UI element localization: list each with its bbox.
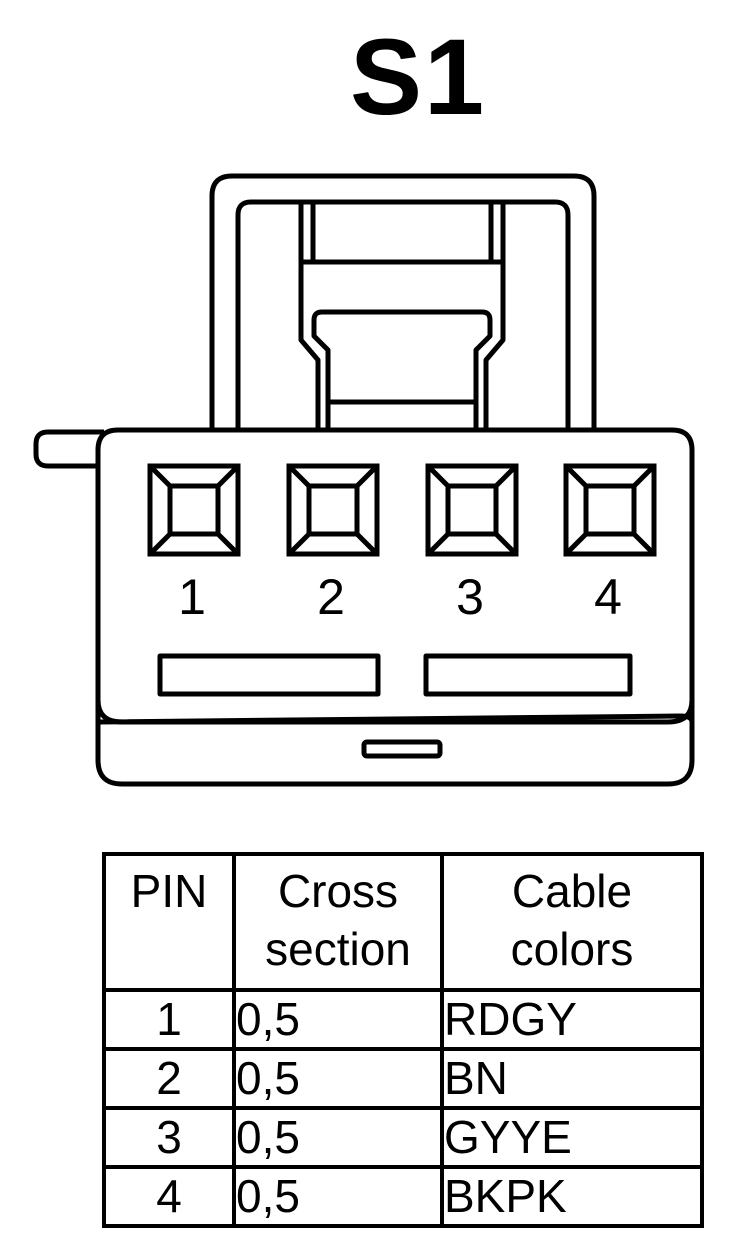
cable-color-value: RDGY	[440, 988, 704, 1051]
cross-section-value: 0,5	[232, 1165, 444, 1228]
connector-drawing: 1 2 3 4	[33, 173, 695, 787]
pin-terminal	[563, 463, 657, 557]
latch-housing-outer	[209, 173, 597, 432]
pin-number-label: 1	[178, 569, 206, 625]
cross-section-value: 0,5	[232, 1047, 444, 1110]
table-row: 4 0,5 BKPK	[102, 1165, 704, 1228]
table-row: 3 0,5 GYYE	[102, 1106, 704, 1169]
latch-housing-inner	[235, 199, 571, 432]
cable-color-value: BN	[440, 1047, 704, 1110]
cross-section-value: 0,5	[232, 988, 444, 1051]
slot-left	[157, 653, 381, 697]
latch-tongue-outer	[298, 202, 321, 432]
latch-tongue-inner	[311, 309, 493, 432]
table-row: 2 0,5 BN	[102, 1047, 704, 1110]
pin-number: 1	[102, 988, 236, 1051]
slot-right	[423, 653, 633, 697]
cable-color-value: GYYE	[440, 1106, 704, 1169]
bottom-key	[361, 739, 443, 759]
header-cable-colors: Cable colors	[440, 852, 704, 992]
pin-terminal	[286, 463, 380, 557]
pin-number-label: 2	[317, 569, 345, 625]
pin-number-label: 3	[456, 569, 484, 625]
pin-terminal	[425, 463, 519, 557]
connector-body-lower	[95, 697, 695, 787]
pin-number: 4	[102, 1165, 236, 1228]
table-row: 1 0,5 RDGY	[102, 988, 704, 1051]
pin-number-label: 4	[594, 569, 622, 625]
connector-title: S1	[349, 16, 487, 137]
pin-number: 3	[102, 1106, 236, 1169]
header-cross-section: Cross section	[232, 852, 444, 992]
cross-section-value: 0,5	[232, 1106, 444, 1169]
pin-table-header: PIN Cross section Cable colors	[102, 852, 704, 992]
pin-number: 2	[102, 1047, 236, 1110]
pin-table: PIN Cross section Cable colors 1 0,5 RDG…	[102, 852, 704, 1228]
side-tab	[33, 429, 104, 469]
pin-terminal	[147, 463, 241, 557]
header-pin: PIN	[102, 852, 236, 992]
cable-color-value: BKPK	[440, 1165, 704, 1228]
